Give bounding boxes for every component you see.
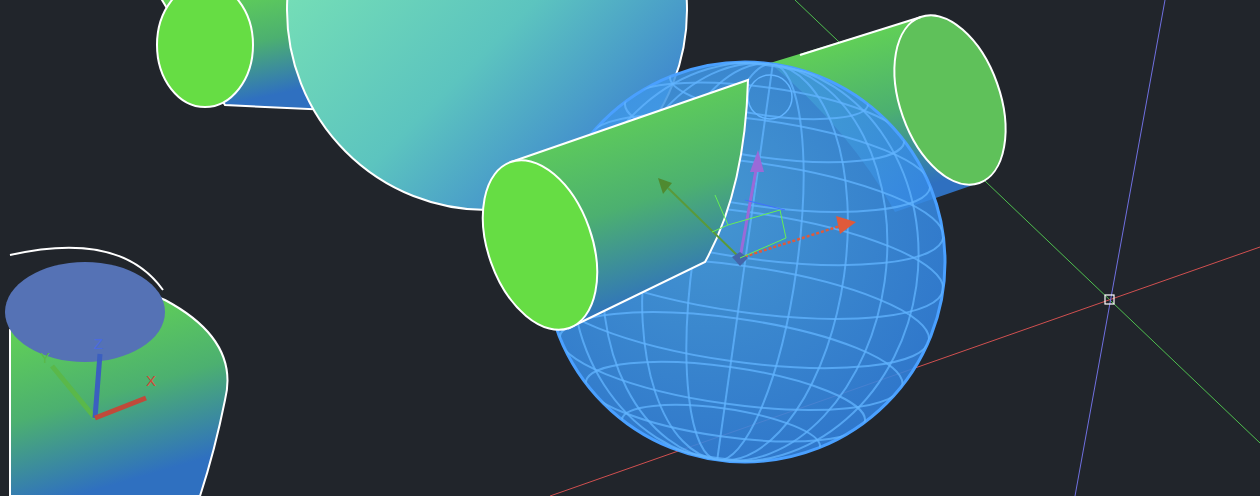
sphere-pole [748,75,792,119]
cylinder-cap [157,0,253,107]
cut-edge [10,248,163,290]
axis-label: Y [40,350,50,365]
cylinder-cap [462,145,619,346]
axis-label: Z [94,336,103,351]
move-gizmo [658,150,856,266]
axis-label: X [146,373,156,388]
ucs-icon [52,354,146,418]
origin-marker [1105,295,1114,304]
cut-face [5,262,165,362]
z-axis-line [1075,0,1165,496]
